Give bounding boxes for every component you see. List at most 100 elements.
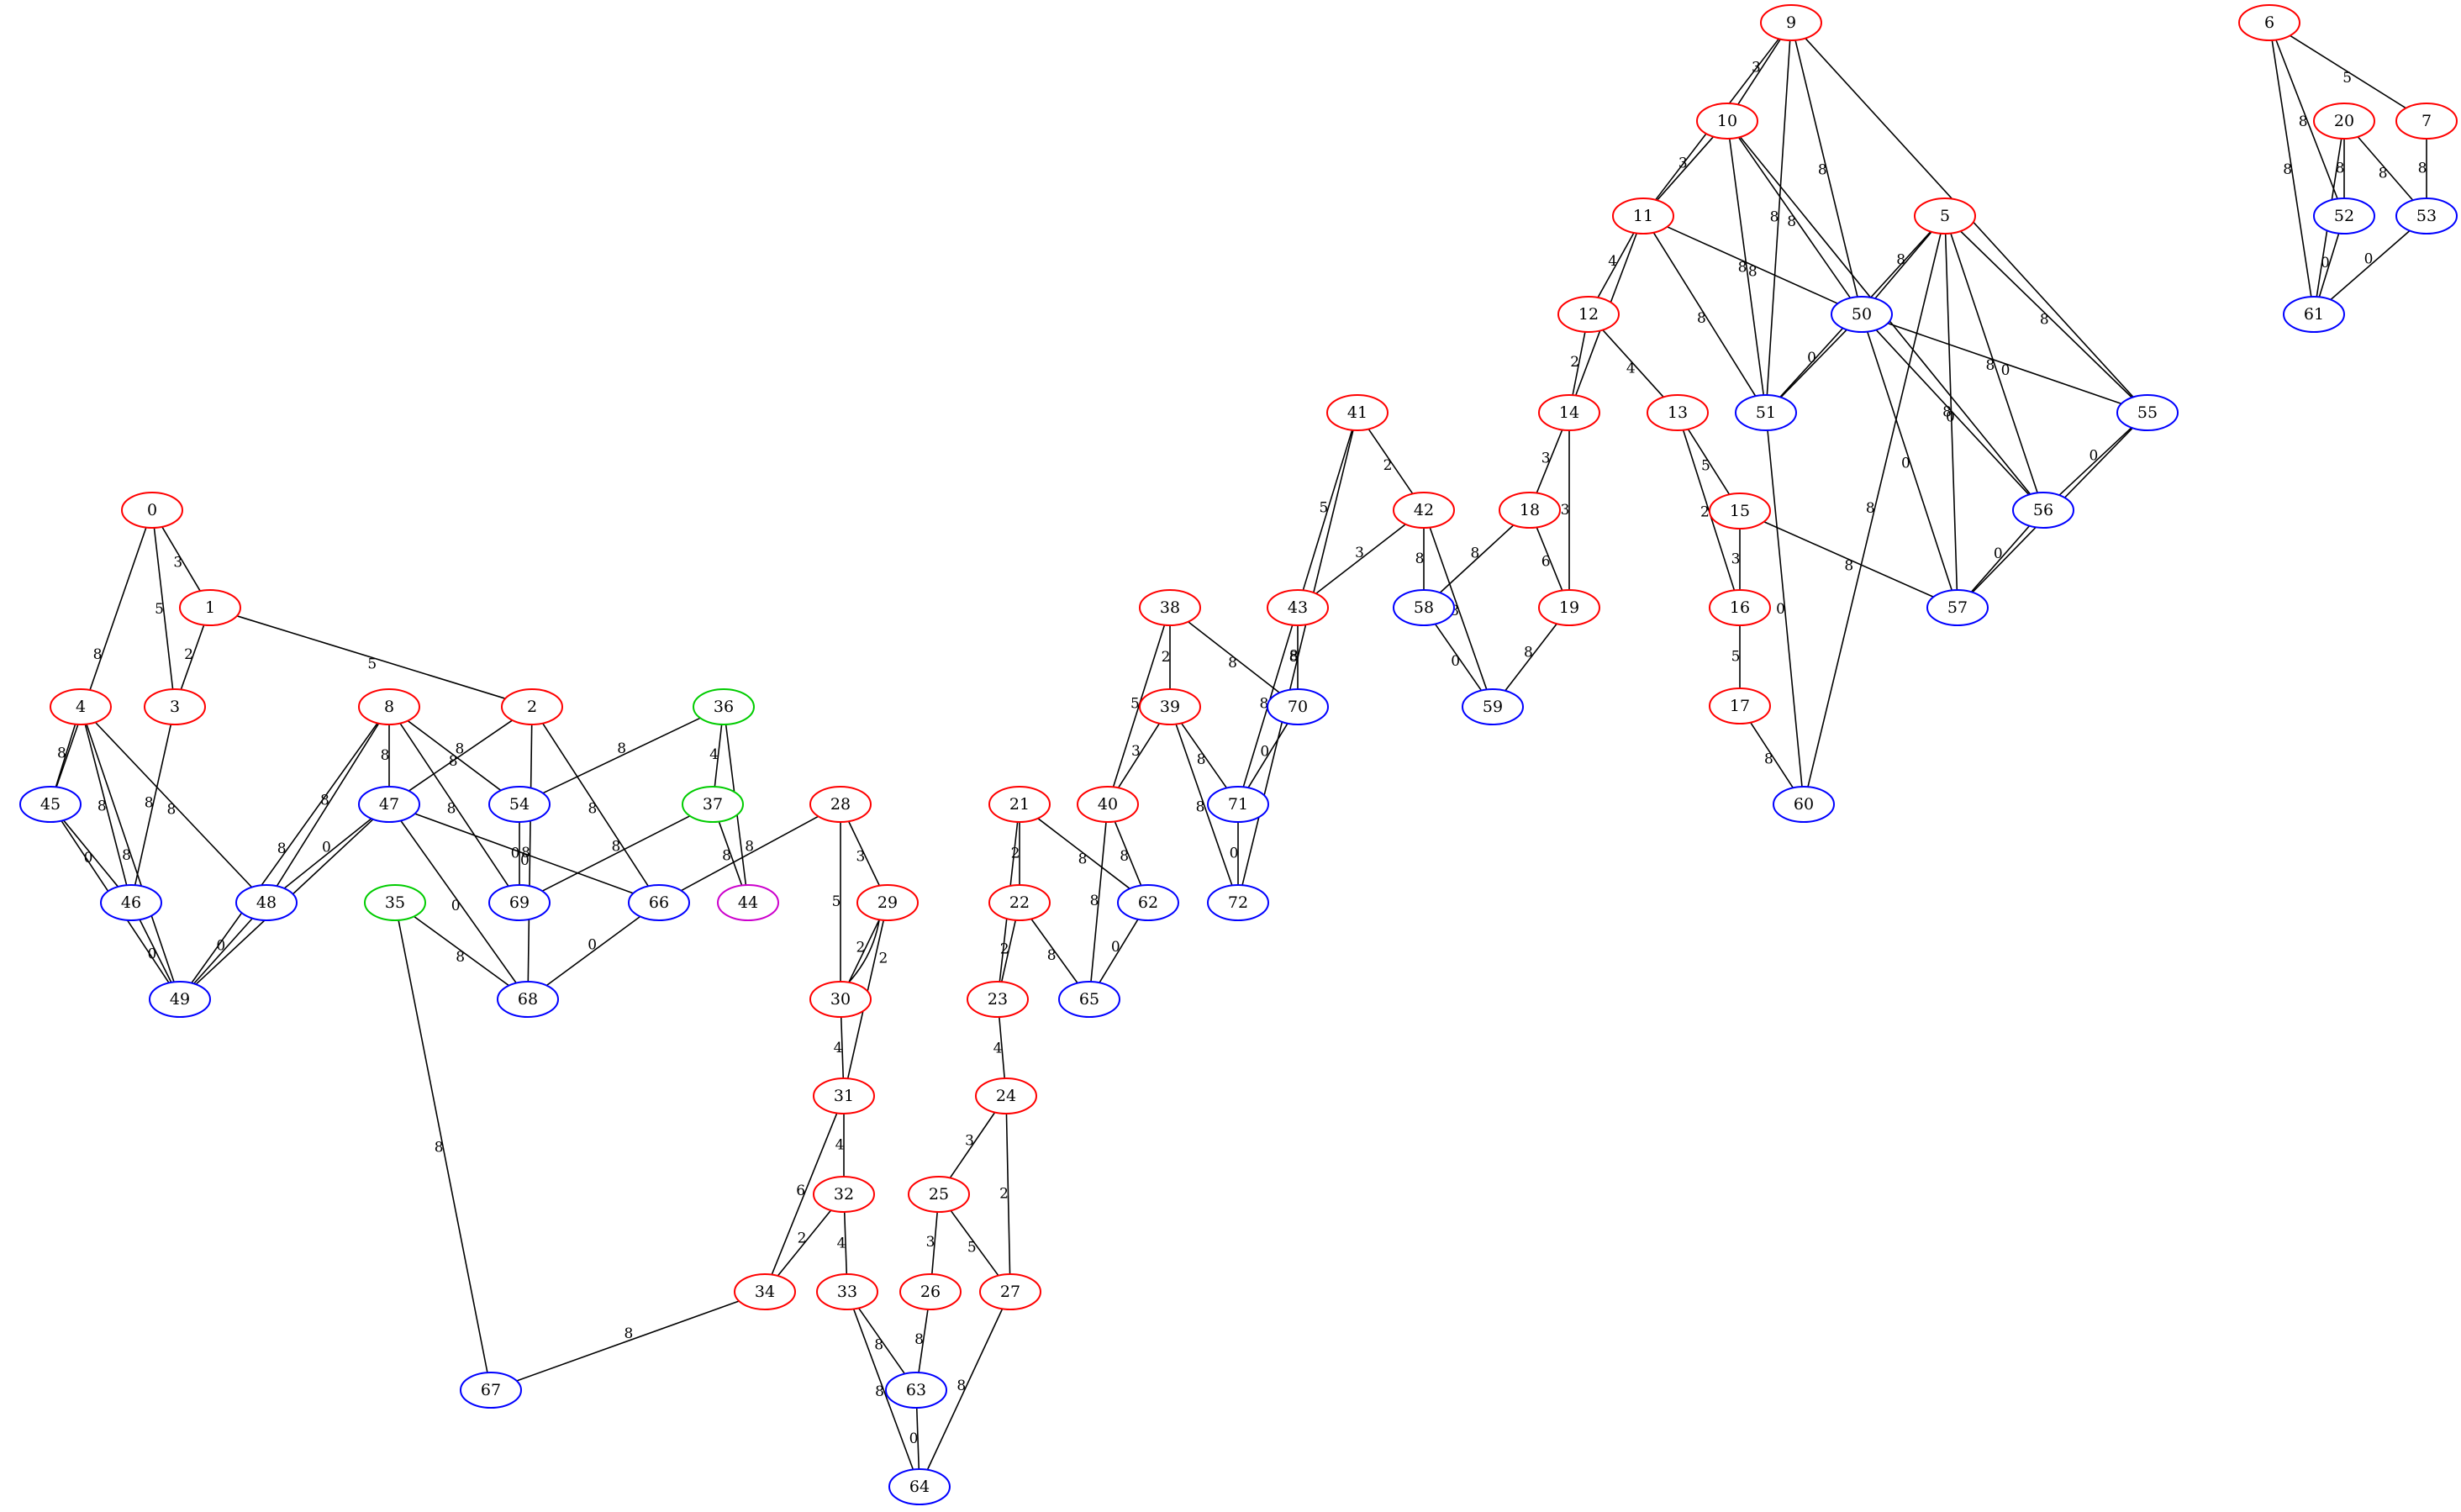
edge-weight-label: 0 xyxy=(520,852,530,869)
node-label: 68 xyxy=(518,990,538,1009)
edge-52-61: 0 xyxy=(2318,233,2340,298)
node-ellipse xyxy=(888,1468,951,1505)
edge-line xyxy=(1656,136,1715,201)
edge-line xyxy=(1737,39,1781,105)
node-label: 57 xyxy=(1947,598,1968,617)
edge-46-49: 0 xyxy=(139,919,172,983)
node-label: 63 xyxy=(906,1381,926,1399)
node-label: 27 xyxy=(1000,1283,1020,1301)
edge-weight-label: 4 xyxy=(835,1137,845,1154)
edge-weight-label: 0 xyxy=(84,850,93,867)
node-42: 42 xyxy=(1393,492,1455,529)
edge-33-63: 8 xyxy=(857,1307,906,1375)
node-ellipse xyxy=(19,786,82,823)
edge-2-47: 8 xyxy=(408,719,514,792)
node-label: 43 xyxy=(1288,598,1308,617)
node-label: 6 xyxy=(2264,13,2274,32)
edge-line xyxy=(1875,329,2030,496)
edge-21-62: 8 xyxy=(1037,818,1130,889)
node-label: 18 xyxy=(1520,501,1540,519)
node-label: 16 xyxy=(1730,598,1750,617)
edge-line xyxy=(1037,818,1130,889)
node-label: 32 xyxy=(834,1185,854,1204)
edges-layer: 3582588888000888888880000084888088083522… xyxy=(55,34,2427,1471)
edge-weight-label: 8 xyxy=(874,1337,883,1354)
edge-29-30: 2 xyxy=(848,919,880,983)
node-label: 48 xyxy=(256,893,277,912)
edge-0-3: 5 xyxy=(153,527,174,690)
node-ellipse xyxy=(50,688,112,725)
edge-51-60: 0 xyxy=(1767,429,1803,788)
node-ellipse xyxy=(2238,4,2300,41)
edge-line xyxy=(771,1113,838,1275)
edge-weight-label: 5 xyxy=(832,893,841,910)
edge-41-43: 5 xyxy=(1302,429,1353,591)
edge-weight-label: 0 xyxy=(1994,545,2003,562)
edge-5-56: 8 xyxy=(1950,233,2038,493)
edge-weight-label: 8 xyxy=(1090,893,1099,909)
node-ellipse xyxy=(1058,981,1120,1018)
node-49: 49 xyxy=(149,981,211,1018)
edge-2-68: 8 xyxy=(521,724,533,983)
edge-weight-label: 0 xyxy=(1776,601,1785,618)
node-8: 8 xyxy=(358,688,420,725)
node-label: 17 xyxy=(1730,697,1750,715)
edge-48-49: 0 xyxy=(193,918,253,984)
edge-line xyxy=(1597,232,1635,298)
node-ellipse xyxy=(2395,103,2458,140)
node-11: 11 xyxy=(1612,198,1674,234)
node-ellipse xyxy=(809,786,872,823)
edge-line xyxy=(1874,231,1932,299)
node-68: 68 xyxy=(497,981,559,1018)
edge-line xyxy=(1315,524,1406,594)
node-label: 42 xyxy=(1414,501,1434,519)
edge-6-61: 8 xyxy=(2271,40,2312,298)
edge-0-1: 3 xyxy=(161,526,201,592)
node-26: 26 xyxy=(899,1273,962,1310)
edge-weight-label: 8 xyxy=(2283,161,2292,178)
edge-weight-label: 0 xyxy=(909,1430,919,1447)
node-2: 2 xyxy=(501,688,563,725)
edge-32-33: 4 xyxy=(837,1211,848,1275)
node-71: 71 xyxy=(1207,786,1269,823)
edge-53-61: 0 xyxy=(2330,229,2411,301)
node-13: 13 xyxy=(1647,394,1709,431)
node-label: 0 xyxy=(147,501,157,519)
edge-weight-label: 3 xyxy=(1561,502,1570,519)
edge-50-55: 0 xyxy=(1887,322,2122,405)
node-label: 1 xyxy=(205,598,215,617)
edge-line xyxy=(1780,329,1847,398)
edge-30-29: 2 xyxy=(848,919,888,983)
node-58: 58 xyxy=(1393,589,1455,626)
edge-weight-label: 8 xyxy=(456,949,465,966)
edge-13-16: 2 xyxy=(1682,429,1736,591)
edge-line xyxy=(84,724,128,886)
node-ellipse xyxy=(358,786,420,823)
node-ellipse xyxy=(988,786,1051,823)
edge-weight-label: 8 xyxy=(1738,260,1747,277)
node-label: 51 xyxy=(1756,403,1776,422)
edge-1-3: 2 xyxy=(180,624,205,690)
node-ellipse xyxy=(813,1077,875,1114)
node-label: 54 xyxy=(509,795,530,814)
edge-weight-label: 8 xyxy=(1844,558,1853,575)
edge-line xyxy=(399,723,509,887)
node-ellipse xyxy=(1267,688,1329,725)
edge-4-49: 8 xyxy=(86,724,175,983)
edge-weight-label: 5 xyxy=(2342,70,2352,87)
node-41: 41 xyxy=(1326,394,1389,431)
edge-weight-label: 8 xyxy=(122,847,131,864)
node-label: 11 xyxy=(1633,207,1653,225)
edge-line xyxy=(852,1309,914,1470)
node-9: 9 xyxy=(1760,4,1822,41)
node-18: 18 xyxy=(1499,492,1561,529)
edge-28-30: 5 xyxy=(832,821,841,982)
node-62: 62 xyxy=(1117,884,1179,921)
node-59: 59 xyxy=(1462,688,1524,725)
node-label: 4 xyxy=(76,698,86,716)
node-31: 31 xyxy=(813,1077,875,1114)
node-ellipse xyxy=(1117,884,1179,921)
node-53: 53 xyxy=(2395,198,2458,234)
node-ellipse xyxy=(908,1176,970,1213)
edge-weight-label: 8 xyxy=(145,795,154,812)
